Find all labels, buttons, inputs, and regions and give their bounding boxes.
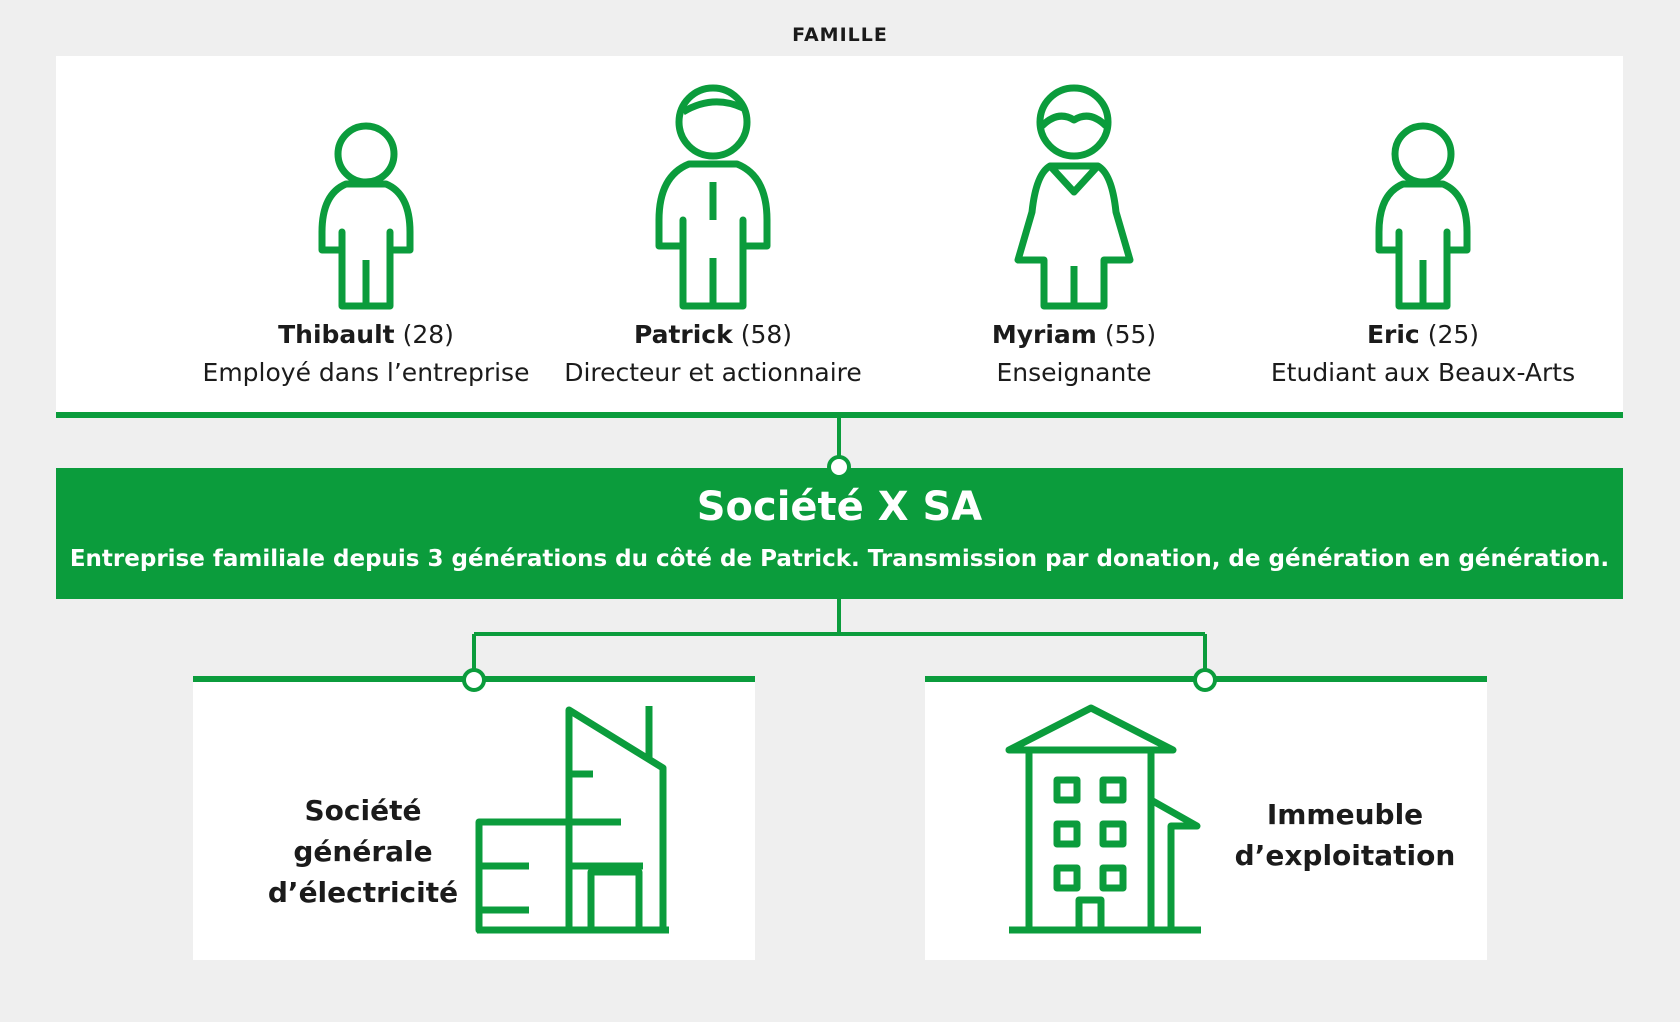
member-name: Thibault (278, 320, 395, 349)
subsidiary-label: Immeuble d’exploitation (1234, 798, 1456, 872)
section-title: FAMILLE (792, 24, 888, 46)
company-name: Société X SA (696, 484, 983, 530)
member-role: Enseignante (996, 358, 1152, 387)
family-panel: Thibault (28) Employé dans l’entreprise … (56, 56, 1623, 414)
woman-icon (1014, 84, 1134, 310)
subsidiary-label: Société générale d’électricité (267, 794, 459, 909)
subsidiary-box-electricity: Société générale d’électricité (193, 678, 755, 960)
connector-node (462, 668, 486, 692)
office-building-icon (475, 706, 669, 934)
member-name: Myriam (991, 320, 1097, 349)
family-divider (56, 412, 1623, 418)
connector-node (827, 455, 851, 479)
member-age: (28) (402, 320, 454, 349)
young-man-icon (318, 122, 414, 310)
young-man-icon (1375, 122, 1471, 310)
apartment-building-icon (1005, 704, 1201, 934)
member-name: Eric (1366, 320, 1420, 349)
member-age: (58) (740, 320, 793, 349)
member-role: Etudiant aux Beaux-Arts (1270, 358, 1576, 387)
member-name: Patrick (633, 320, 733, 349)
member-role: Directeur et actionnaire (564, 358, 862, 387)
connector-node (1193, 668, 1217, 692)
member-role: Employé dans l’entreprise (202, 358, 530, 387)
member-age: (55) (1104, 320, 1157, 349)
company-description: Entreprise familiale depuis 3 génération… (69, 546, 1610, 572)
company-box: Société X SA Entreprise familiale depuis… (56, 468, 1623, 599)
subsidiary-box-building: Immeuble d’exploitation (925, 678, 1487, 960)
man-with-tie-icon (655, 84, 771, 310)
member-age: (25) (1427, 320, 1480, 349)
